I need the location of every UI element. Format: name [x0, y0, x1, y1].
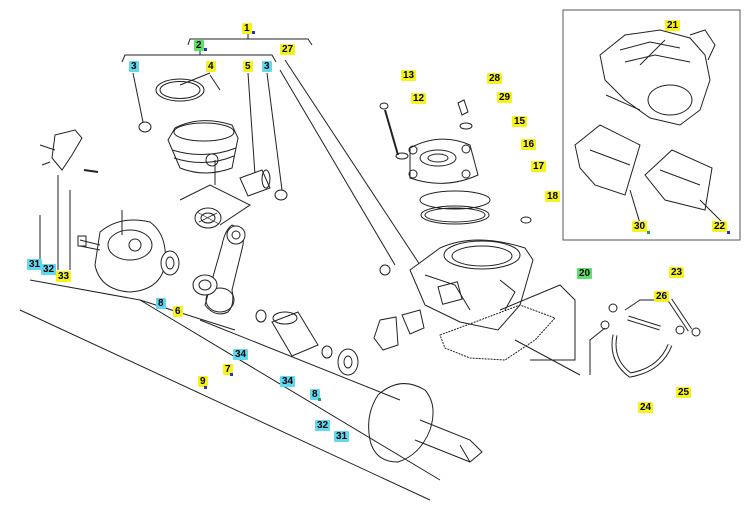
callout-18[interactable]: 18 [545, 191, 561, 202]
piston-part[interactable] [167, 120, 239, 174]
callout-4[interactable]: 4 [206, 61, 216, 72]
engine-cover-pad-part[interactable] [574, 124, 713, 211]
callout-33[interactable]: 33 [56, 271, 72, 282]
thrust-washer-part[interactable] [160, 250, 359, 376]
callout-9[interactable]: 9 [198, 376, 208, 387]
callout-31[interactable]: 31 [334, 431, 350, 442]
callout-25[interactable]: 25 [676, 387, 692, 398]
callout-3[interactable]: 3 [129, 61, 139, 72]
callout-3[interactable]: 3 [262, 61, 272, 72]
callout-28[interactable]: 28 [487, 73, 503, 84]
callout-15[interactable]: 15 [512, 116, 528, 127]
callout-17[interactable]: 17 [531, 161, 547, 172]
crank-half-right-part[interactable] [368, 383, 483, 463]
coolant-hose-part[interactable] [611, 298, 693, 378]
callout-23[interactable]: 23 [669, 267, 685, 278]
callout-8[interactable]: 8 [156, 298, 166, 309]
callout-29[interactable]: 29 [497, 92, 513, 103]
callout-16[interactable]: 16 [521, 139, 537, 150]
callout-24[interactable]: 24 [638, 402, 654, 413]
callout-32[interactable]: 32 [315, 420, 331, 431]
temperature-sensor-part[interactable] [457, 99, 473, 130]
callout-5[interactable]: 5 [243, 61, 253, 72]
head-stud-part[interactable] [379, 102, 409, 160]
callout-21[interactable]: 21 [665, 20, 681, 31]
engine-inset-frame [562, 9, 741, 241]
callout-31[interactable]: 31 [27, 259, 43, 270]
callout-26[interactable]: 26 [654, 291, 670, 302]
callout-27[interactable]: 27 [280, 44, 296, 55]
callout-1[interactable]: 1 [242, 23, 252, 34]
cylinder-part[interactable] [409, 239, 534, 331]
marker-dot [252, 31, 255, 34]
callout-7[interactable]: 7 [223, 364, 233, 375]
callout-6[interactable]: 6 [173, 306, 183, 317]
cylinder-head-part[interactable] [408, 138, 479, 184]
marker-dot [204, 48, 207, 51]
marker-dot [647, 231, 650, 234]
callout-30[interactable]: 30 [632, 221, 648, 232]
head-gasket-part[interactable] [419, 190, 491, 225]
crank-half-left-part[interactable] [77, 219, 166, 293]
callout-22[interactable]: 22 [712, 221, 728, 232]
callout-13[interactable]: 13 [401, 70, 417, 81]
engine-assembly-illustration[interactable] [599, 29, 716, 126]
base-gasket-part[interactable] [439, 304, 556, 361]
callout-34[interactable]: 34 [280, 376, 296, 387]
crankpin-part[interactable] [255, 309, 333, 359]
callout-34[interactable]: 34 [233, 349, 249, 360]
piston-pin-part[interactable] [239, 169, 271, 197]
hose-clamp-part[interactable] [600, 303, 701, 337]
callout-32[interactable]: 32 [41, 264, 57, 275]
marker-dot [318, 398, 321, 401]
marker-dot [727, 231, 730, 234]
small-end-bearing-part[interactable] [194, 207, 222, 229]
connecting-rod-part[interactable] [204, 224, 246, 315]
circlip-part[interactable] [138, 121, 152, 133]
marker-dot [204, 386, 207, 389]
callout-12[interactable]: 12 [411, 93, 427, 104]
marker-dot [230, 373, 233, 376]
piston-ring-part[interactable] [155, 78, 205, 102]
callout-20[interactable]: 20 [577, 268, 593, 279]
callout-2[interactable]: 2 [194, 40, 204, 51]
callout-8[interactable]: 8 [310, 389, 320, 400]
big-end-bearing-part[interactable] [192, 274, 218, 296]
